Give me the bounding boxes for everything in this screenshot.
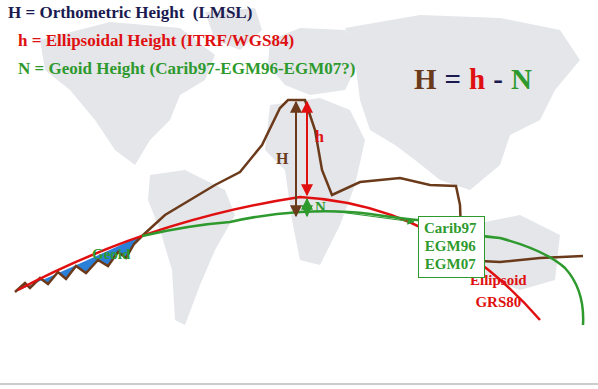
legend-line: N = Geoid Height (Carib97-EGM96-EGM07?): [18, 60, 355, 79]
equation-term: N: [511, 64, 532, 96]
continents: [40, 8, 580, 325]
ellipsoid-curve: [18, 197, 540, 320]
equation: H=h-N: [414, 64, 532, 96]
equation-operator: =: [445, 64, 462, 96]
ellipsoidal-arrow: [306, 102, 308, 195]
equation-operator: -: [493, 64, 503, 96]
height-symbol: N: [315, 199, 326, 216]
leader-line: [332, 211, 414, 222]
height-symbol: H: [276, 150, 288, 168]
geoid-curve: [142, 211, 583, 325]
legend-line: h = Ellipsoidal Height (ITRF/WGS84): [18, 32, 294, 51]
legend-line: H = Orthometric Height (LMSL): [8, 4, 252, 23]
geoid-arrow: [306, 199, 308, 216]
bottom-rule: [0, 384, 598, 385]
equation-term: h: [469, 64, 485, 96]
height-symbol: h: [315, 128, 324, 146]
orthometric-arrow: [295, 102, 297, 216]
equation-term: H: [414, 64, 437, 96]
model-list: Carib97 EGM96 EGM07: [424, 219, 477, 273]
curve-label: Geoid: [92, 246, 130, 263]
model-box: Carib97 EGM96 EGM07: [418, 216, 485, 278]
